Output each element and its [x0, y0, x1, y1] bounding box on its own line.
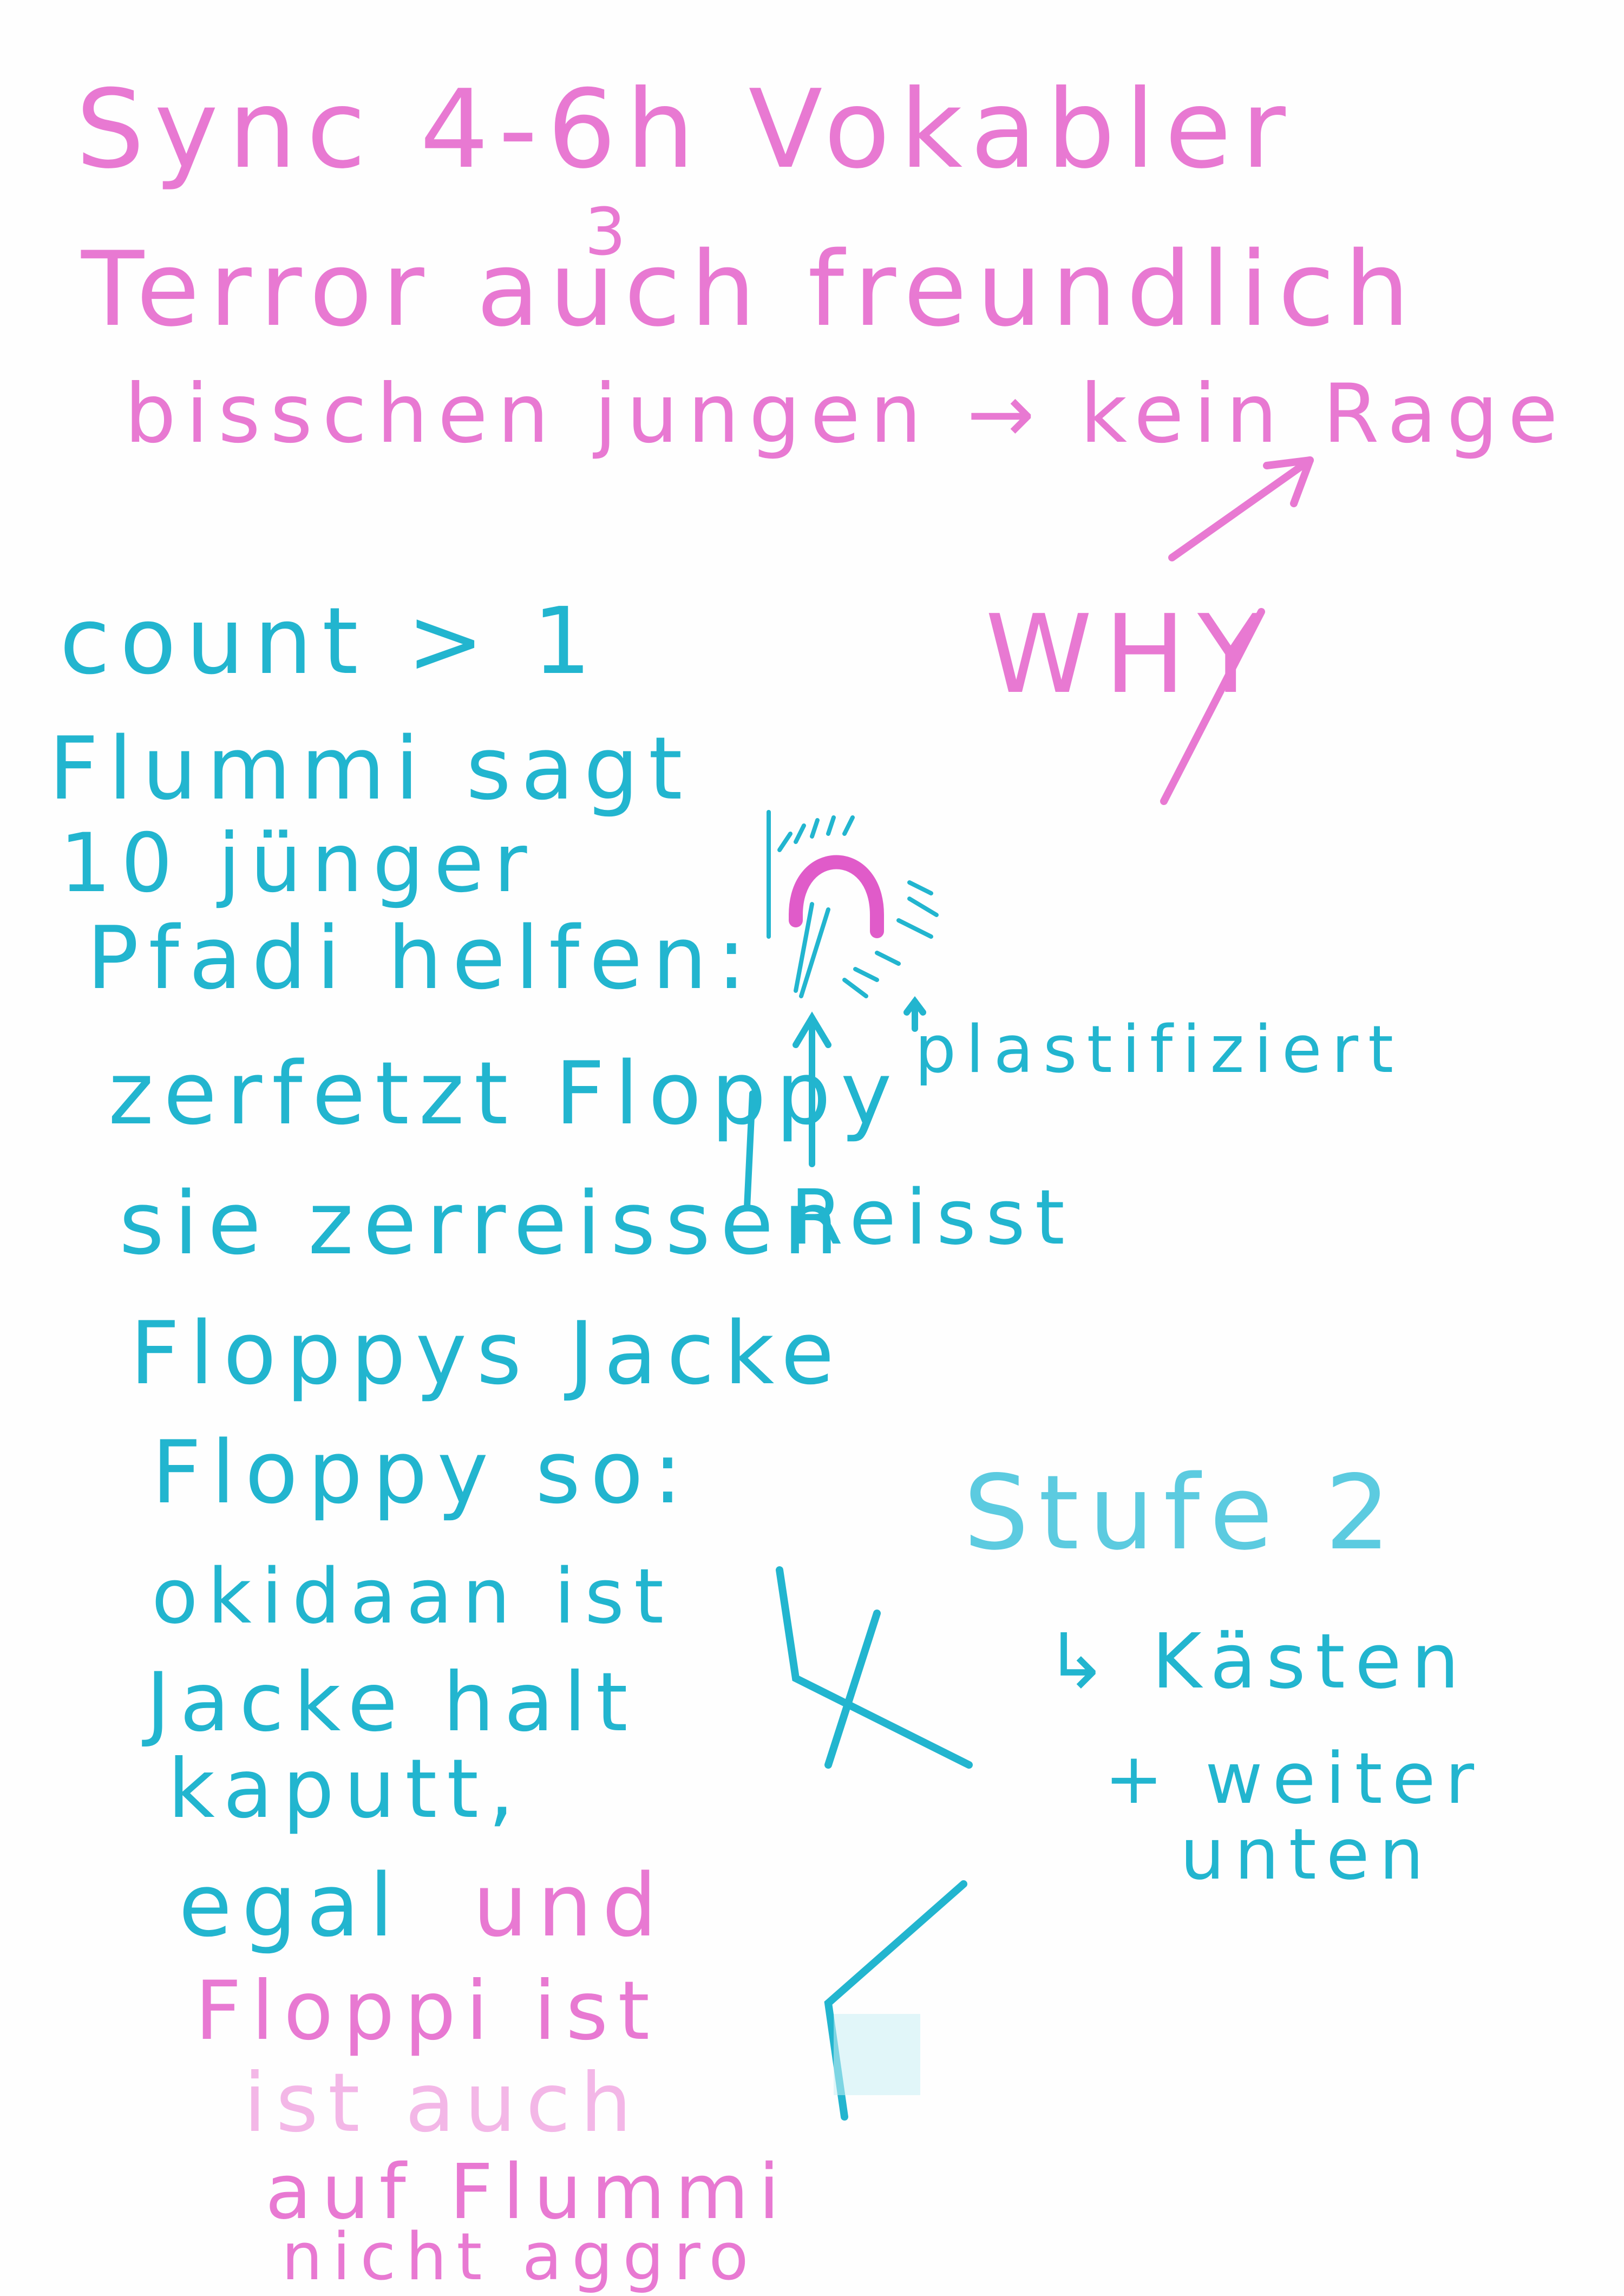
note-line-sie-zerreissen: sie zerreissen: [119, 1173, 848, 1274]
note-line-stufe-2: Stufe 2: [964, 1453, 1400, 1573]
note-word-egal: egal: [179, 1855, 403, 1956]
note-line-weiter: + weiter: [1104, 1737, 1484, 1820]
jacket-sketch-icon: [744, 810, 939, 1211]
note-why: WHY: [985, 592, 1276, 718]
note-word-und: und: [473, 1855, 667, 1956]
note-line-floppys-jacke: Floppys Jacke: [130, 1303, 844, 1404]
note-line-pfadi: Pfadi helfen:: [87, 907, 756, 1009]
note-line-auf-flummi: auf Flummi: [265, 2148, 790, 2236]
note-line-egal-und: egal und: [179, 1862, 667, 1949]
cross-mark-icon: [776, 1566, 973, 1769]
note-line-kaputt: kaputt,: [168, 1742, 524, 1836]
note-line-10-juenger: 10 jünger: [60, 816, 537, 911]
check-mark-icon: [824, 1880, 967, 2121]
note-line-zerfetzt: zerfetzt Floppy: [108, 1043, 902, 1144]
note-line-count: count > 1: [60, 588, 601, 695]
note-line-terror: Terror auch freundlich: [81, 230, 1419, 349]
note-label-plastifiziert: plastifiziert: [915, 1012, 1404, 1088]
note-line-floppy-so: Floppy so:: [152, 1422, 692, 1523]
note-label-reisst: Reisst: [790, 1174, 1075, 1262]
note-line-nicht-aggro: nicht aggro: [281, 2220, 758, 2295]
note-line-flummi-sagt: Flummi sagt: [49, 718, 692, 819]
note-line-floppi-ist: Floppi ist: [195, 1964, 660, 2058]
ink-blot-icon: [834, 2014, 920, 2095]
note-line-sync: Sync 4-6h Vokabler: [76, 67, 1295, 193]
note-line-bisschen: bisschen jungen → kein Rage: [125, 367, 1568, 461]
note-line-kaesten: ↳ Kästen: [1045, 1618, 1469, 1706]
note-line-okidaan: okidaan ist: [152, 1553, 674, 1641]
note-line-unten: unten: [1180, 1813, 1434, 1895]
note-line-ist-auch: ist auch: [244, 2056, 641, 2150]
note-superscript-3: 3: [585, 195, 636, 270]
note-line-jacke-halt: Jacke halt: [146, 1656, 638, 1750]
